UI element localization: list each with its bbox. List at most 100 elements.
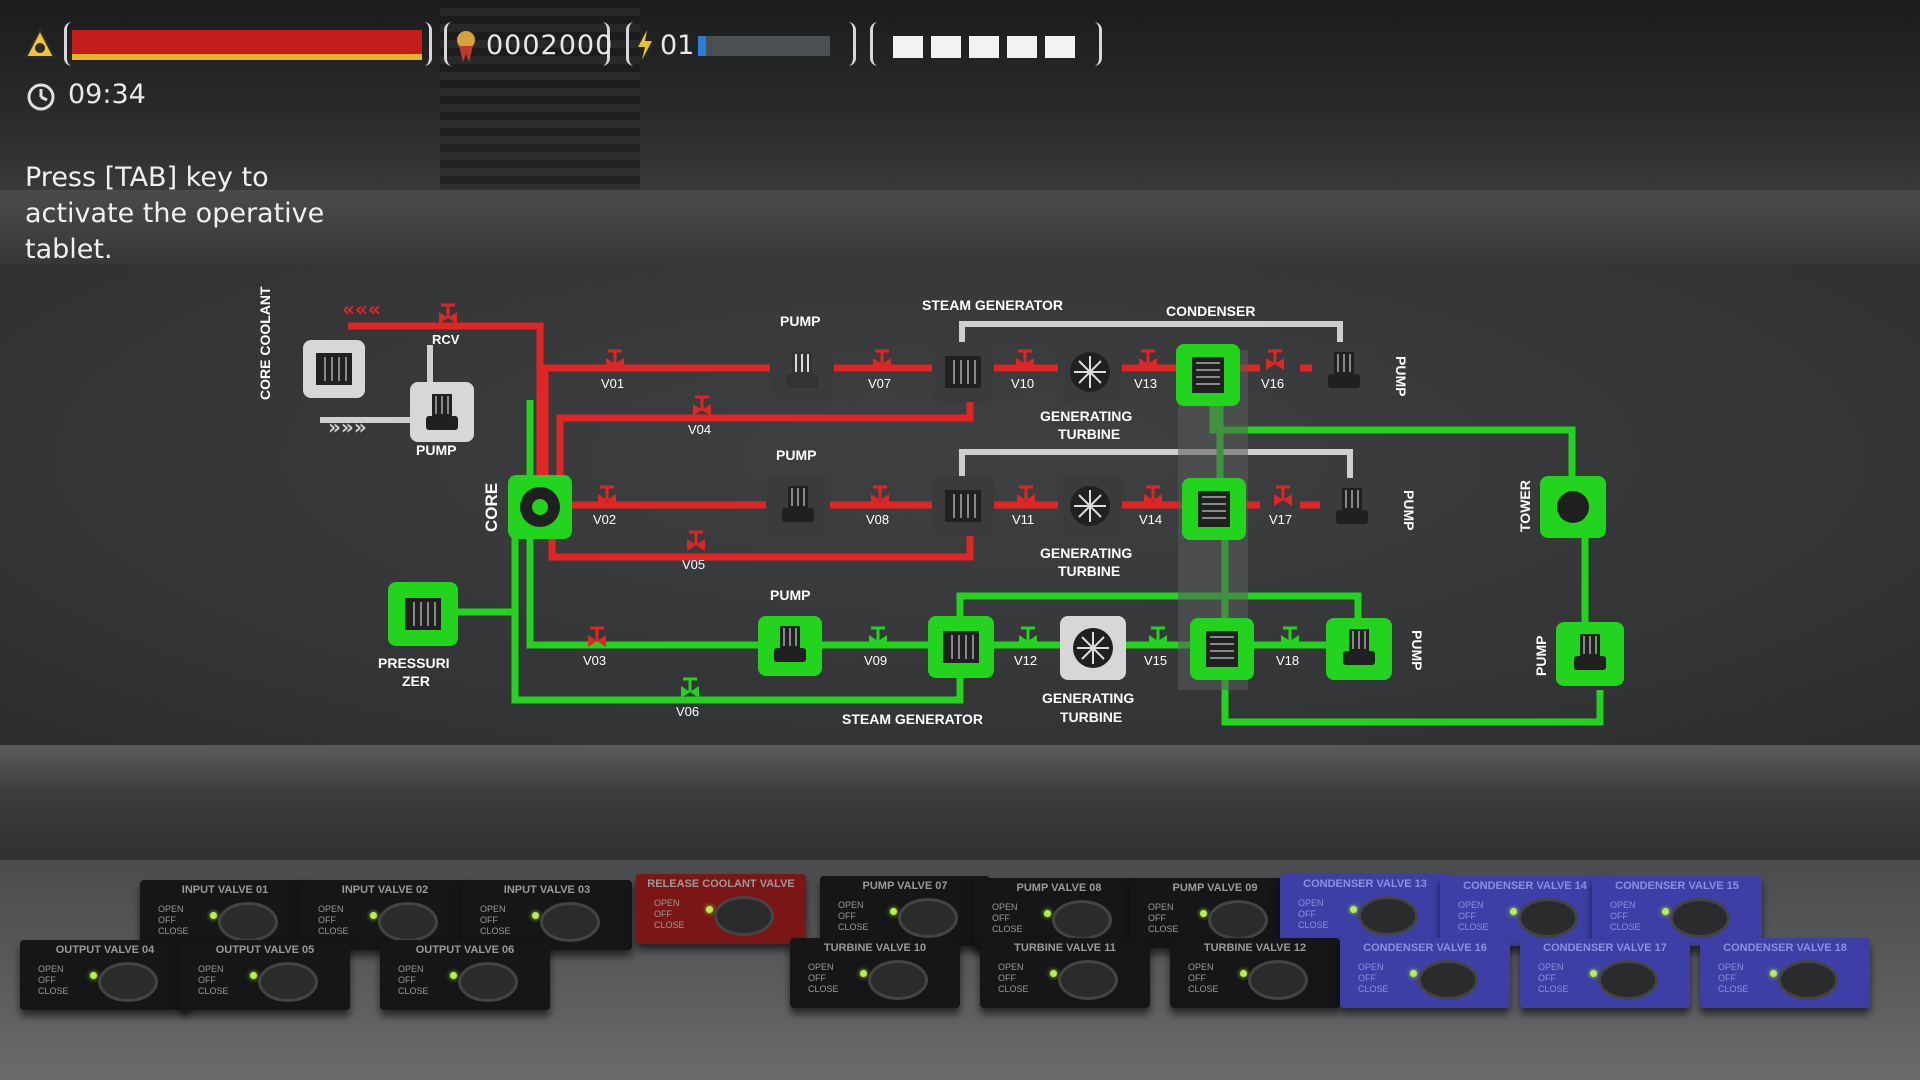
valve-v06[interactable]: V06 <box>676 677 701 719</box>
switch-knob[interactable] <box>1052 900 1112 940</box>
label-pump-7: PUMP <box>1533 636 1549 676</box>
valve-v12[interactable]: V12 <box>1014 626 1039 668</box>
status-led <box>1240 970 1247 977</box>
status-led <box>532 912 539 919</box>
switch-knob[interactable] <box>1058 960 1118 1000</box>
switch-knob[interactable] <box>378 902 438 942</box>
switch-knob[interactable] <box>540 902 600 942</box>
pump-3 <box>758 616 822 676</box>
valve-v14[interactable]: V14 <box>1139 485 1164 527</box>
valve-v04[interactable]: V04 <box>688 395 713 437</box>
valve-v07[interactable]: V07 <box>868 349 893 391</box>
status-led <box>1044 910 1051 917</box>
clock-icon <box>27 83 55 111</box>
switch-title: INPUT VALVE 03 <box>503 884 591 896</box>
label-steam-generator-top: STEAM GENERATOR <box>922 297 1063 313</box>
cooling-tower <box>1540 476 1606 538</box>
label-pump-2: PUMP <box>776 447 816 463</box>
core-coolant-tank <box>303 340 365 398</box>
switch-knob[interactable] <box>714 896 774 936</box>
inventory-slot <box>969 36 999 58</box>
switch-knob[interactable] <box>1670 898 1730 938</box>
valve-v03[interactable]: V03 <box>583 626 608 668</box>
switch-knob[interactable] <box>1518 898 1578 938</box>
switch-knob[interactable] <box>98 962 158 1002</box>
label-pressurizer-1: PRESSURI <box>378 655 450 671</box>
pump-5 <box>1320 478 1384 538</box>
status-led <box>1050 970 1057 977</box>
switch-knob[interactable] <box>1248 960 1308 1000</box>
valve-v16[interactable]: V16 <box>1261 349 1286 391</box>
valve-v05[interactable]: V05 <box>682 530 707 572</box>
switch-knob[interactable] <box>1358 896 1418 936</box>
valve-v08[interactable]: V08 <box>866 485 891 527</box>
turbine-2 <box>1058 476 1122 536</box>
status-led <box>1410 970 1417 977</box>
status-led <box>1350 906 1357 913</box>
valve-rcv[interactable] <box>437 303 459 326</box>
switch-knob[interactable] <box>868 960 928 1000</box>
valve-label: V02 <box>593 512 616 527</box>
valve-v18[interactable]: V18 <box>1276 626 1301 668</box>
switch-knob[interactable] <box>1208 900 1268 940</box>
switch-knob[interactable] <box>1778 960 1838 1000</box>
switch-knob[interactable] <box>218 902 278 942</box>
flow-arrow-right-icon: »»» <box>328 415 367 439</box>
switch-knob[interactable] <box>258 962 318 1002</box>
status-led <box>860 970 867 977</box>
valve-v11[interactable]: V11 <box>1012 485 1037 527</box>
label-core: CORE <box>482 483 501 532</box>
inventory-frame <box>870 22 1102 66</box>
switch-title: RELEASE COOLANT VALVE <box>647 878 795 890</box>
switch-title: INPUT VALVE 02 <box>341 884 429 896</box>
inventory-slot <box>1007 36 1037 58</box>
switch-knob[interactable] <box>458 962 518 1002</box>
status-led <box>210 912 217 919</box>
switch-knob[interactable] <box>898 898 958 938</box>
switch-knob[interactable] <box>1418 960 1478 1000</box>
valve-v02[interactable]: V02 <box>593 485 618 527</box>
switch-knob[interactable] <box>1598 960 1658 1000</box>
valve-v17[interactable]: V17 <box>1269 485 1294 527</box>
valve-label: V06 <box>676 704 699 719</box>
valve-v01[interactable]: V01 <box>601 349 626 391</box>
valve-label: V18 <box>1276 653 1299 668</box>
condenser-1 <box>1176 344 1240 406</box>
valve-v10[interactable]: V10 <box>1011 349 1036 391</box>
valve-v09[interactable]: V09 <box>864 626 889 668</box>
valve-v15[interactable]: V15 <box>1144 626 1169 668</box>
status-led <box>890 908 897 915</box>
energy-bar <box>698 36 830 56</box>
label-pump-5: PUMP <box>1401 490 1417 530</box>
valve-v13[interactable]: V13 <box>1134 349 1159 391</box>
status-led <box>1200 910 1207 917</box>
condenser-2 <box>1182 478 1246 540</box>
inventory-slot <box>893 36 923 58</box>
switch-title: CONDENSER VALVE 13 <box>1303 878 1427 890</box>
